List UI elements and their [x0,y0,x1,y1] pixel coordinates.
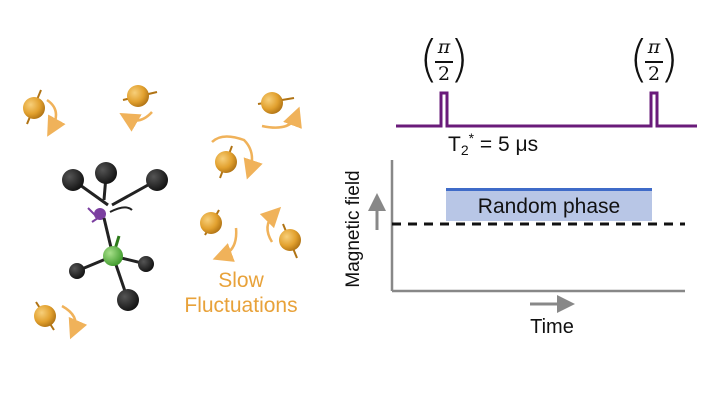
pulse-1-denominator: 2 [437,63,451,85]
x-axis-label: Time [530,316,574,338]
t2-star-label: T2* = 5 μs [448,130,538,158]
random-phase-label: Random phase [477,195,621,218]
fluct-line-2: Fluctuations [184,294,298,317]
right-paren: ) [449,30,469,88]
pulse-2-denominator: 2 [647,63,661,85]
central-atom [103,246,123,266]
left-paren: ( [419,30,439,88]
pulse-sequence-line [396,91,697,128]
left-paren: ( [629,30,649,88]
y-axis-label: Magnetic field [343,170,364,288]
right-paren: ) [659,30,679,88]
spin-2 [119,85,158,132]
spin-4 [211,135,263,180]
fraction-bar [435,61,453,63]
pulse-2-numerator: π [647,36,661,58]
pulse-1-numerator: π [437,36,451,58]
t2-value: = 5 μs [474,133,539,156]
ligand-atom [117,289,139,311]
fraction-bar [645,61,663,63]
ligand-atom [62,169,84,191]
ligand-atom [95,162,117,184]
pulse-2-label: ( ) π 2 [629,30,679,90]
ligand-atom [69,263,85,279]
molecule [62,162,168,311]
ligand-atom [146,169,168,191]
slow-fluctuations-label: Slow Fluctuations [166,268,316,318]
pulse-1-label: ( ) π 2 [419,30,469,90]
t2-superscript: * [468,130,475,146]
spin-3 [257,92,302,129]
spin-5 [200,209,238,262]
random-phase-box: Random phase [446,188,652,221]
t2-prefix: T [448,133,461,156]
fluct-line-1: Slow [218,269,264,292]
spin-7 [34,301,88,340]
spin-6 [259,206,301,259]
ligand-atom [138,256,154,272]
t2-subscript: 2 [460,142,469,158]
spin-1 [23,89,66,137]
